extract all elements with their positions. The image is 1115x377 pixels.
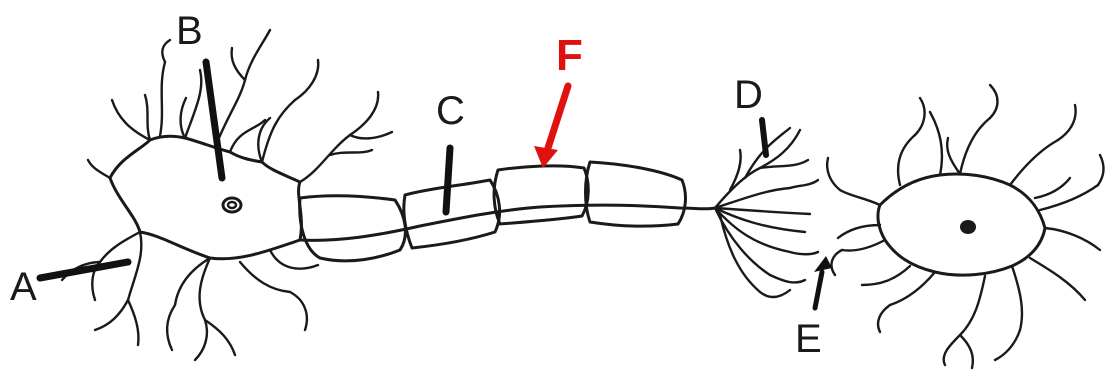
pointer-d [762,120,766,155]
label-e: E [795,317,822,361]
label-a: A [10,265,37,309]
left-nucleus [223,198,241,212]
arrow-e [814,256,832,308]
myelin-segment-4 [586,162,686,226]
right-nucleus [960,220,976,234]
pointer-b [206,62,222,178]
right-neuron [827,85,1103,368]
arrow-f [534,86,568,168]
pointer-c [446,148,450,212]
label-b: B [176,9,203,53]
left-cell-body [110,136,301,259]
myelin-segment-1 [300,196,406,261]
label-f: F [556,31,583,80]
myelin-segment-3 [494,166,588,224]
label-c: C [436,89,465,133]
axon [300,162,715,261]
label-d: D [734,73,763,117]
